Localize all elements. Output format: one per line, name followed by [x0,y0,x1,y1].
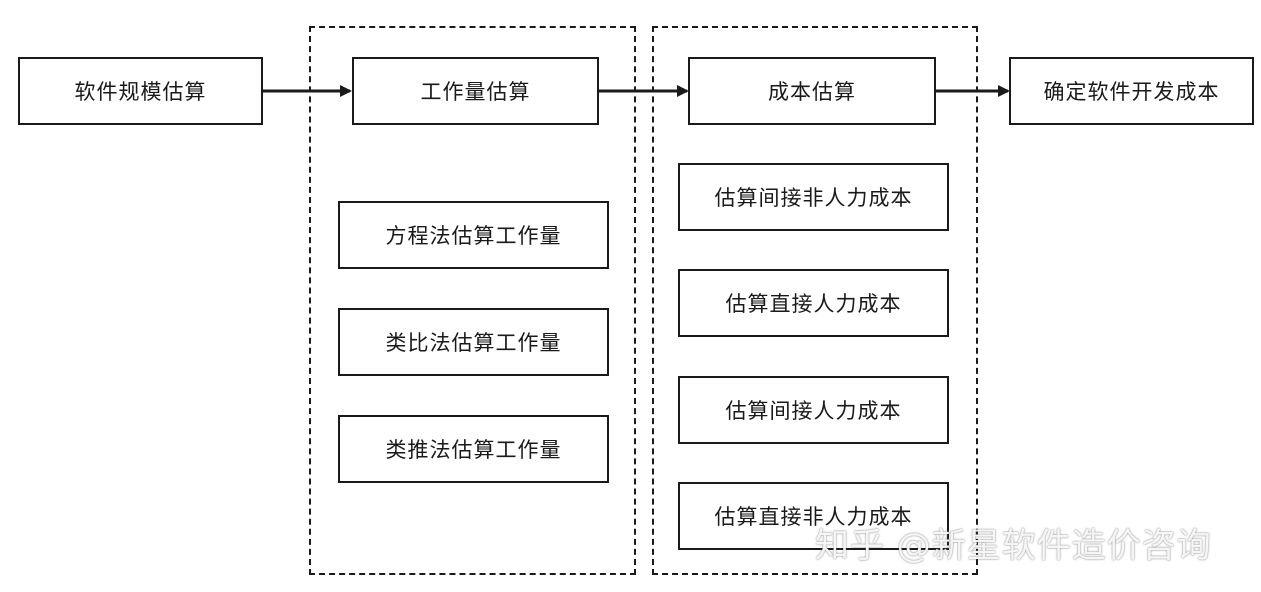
watermark: 知乎 @新星软件造价咨询 [815,526,1212,566]
node-label: 软件规模估算 [74,80,207,104]
cost-item-indirect-nonlabor: 估算间接非人力成本 [678,163,949,231]
node-workload-estimation: 工作量估算 [352,57,599,125]
workload-method-extrapolation: 类推法估算工作量 [338,415,609,483]
cost-group [652,26,978,575]
cost-item-direct-nonlabor: 估算直接非人力成本 [678,482,949,550]
cost-item-indirect-labor: 估算间接人力成本 [678,376,949,444]
node-label: 类推法估算工作量 [385,438,562,462]
node-label: 估算间接人力成本 [725,399,902,423]
node-label: 工作量估算 [420,80,531,104]
node-label: 估算直接人力成本 [725,292,902,316]
node-label: 方程法估算工作量 [385,224,562,248]
workload-group [309,26,636,575]
workload-method-analogy: 类比法估算工作量 [338,308,609,376]
node-determine-cost: 确定软件开发成本 [1009,57,1254,125]
node-label: 类比法估算工作量 [385,331,562,355]
cost-item-direct-labor: 估算直接人力成本 [678,269,949,337]
node-label: 估算间接非人力成本 [714,186,913,210]
node-software-size-estimation: 软件规模估算 [18,57,263,125]
node-cost-estimation: 成本估算 [688,57,936,125]
workload-method-equation: 方程法估算工作量 [338,201,609,269]
node-label: 估算直接非人力成本 [714,505,913,529]
node-label: 成本估算 [768,80,856,104]
node-label: 确定软件开发成本 [1043,80,1220,104]
